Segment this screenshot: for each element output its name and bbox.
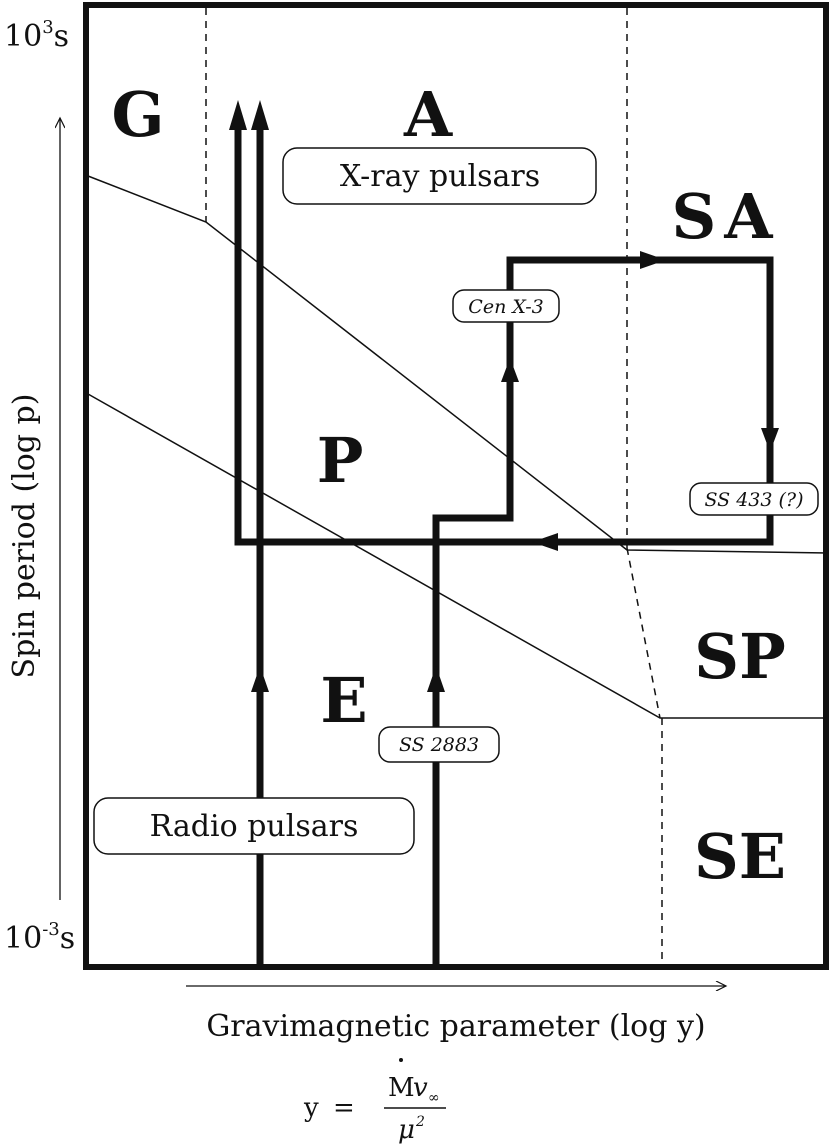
region-se: SE [694,820,786,893]
xray-pulsars-box [282,147,597,205]
ss433-box [689,482,819,516]
ss2883-label: SS 2883 [399,734,479,756]
formula-num-v: v [413,1073,428,1103]
y-tick-top: 103s [4,17,69,54]
arrowhead-up-cen [501,358,519,382]
ss433-label: SS 433 (?) [704,489,803,511]
region-p: P [317,424,364,497]
formula-den: μ [398,1115,415,1145]
boundary-upper [87,175,829,554]
arrowhead-up-ss2883 [427,666,445,692]
diagram-frame [83,2,829,970]
divider-p-sp [626,547,661,719]
formula-eq: = [333,1093,355,1123]
y-tick-bottom: 10-3s [4,919,75,956]
region-g: G [112,78,165,151]
arrowhead-up-left [229,100,247,130]
radio-pulsars-box [93,797,415,855]
arrowhead-up-right [251,100,269,130]
formula-dot [399,1058,403,1062]
arrowhead-left-bottom [532,533,558,551]
arrowhead-down-right [761,428,779,452]
region-sa: SA [672,180,781,253]
x-axis-label: Gravimagnetic parameter (log y) [206,1009,705,1044]
cen-x3-box [452,289,560,323]
region-a: A [403,78,453,151]
formula-den-sup: 2 [415,1114,425,1130]
radio-pulsars-label: Radio pulsars [150,809,359,844]
ss2883-box [378,726,500,763]
arrowhead-up-radio [251,666,269,692]
region-sp: SP [694,620,785,693]
xray-pulsars-label: X-ray pulsars [340,159,540,194]
region-e: E [320,664,367,737]
boundary-lower [87,393,828,719]
formula: y = M v ∞ μ 2 [303,1058,446,1145]
formula-num-sub: ∞ [428,1090,440,1106]
track-arrowheads [229,100,779,692]
formula-num-m: M [388,1073,415,1103]
arrowhead-right-top [640,251,666,269]
y-axis-label: Spin period (log p) [7,394,42,679]
formula-lhs: y [303,1093,319,1123]
cen-x3-label: Cen X-3 [468,296,543,318]
